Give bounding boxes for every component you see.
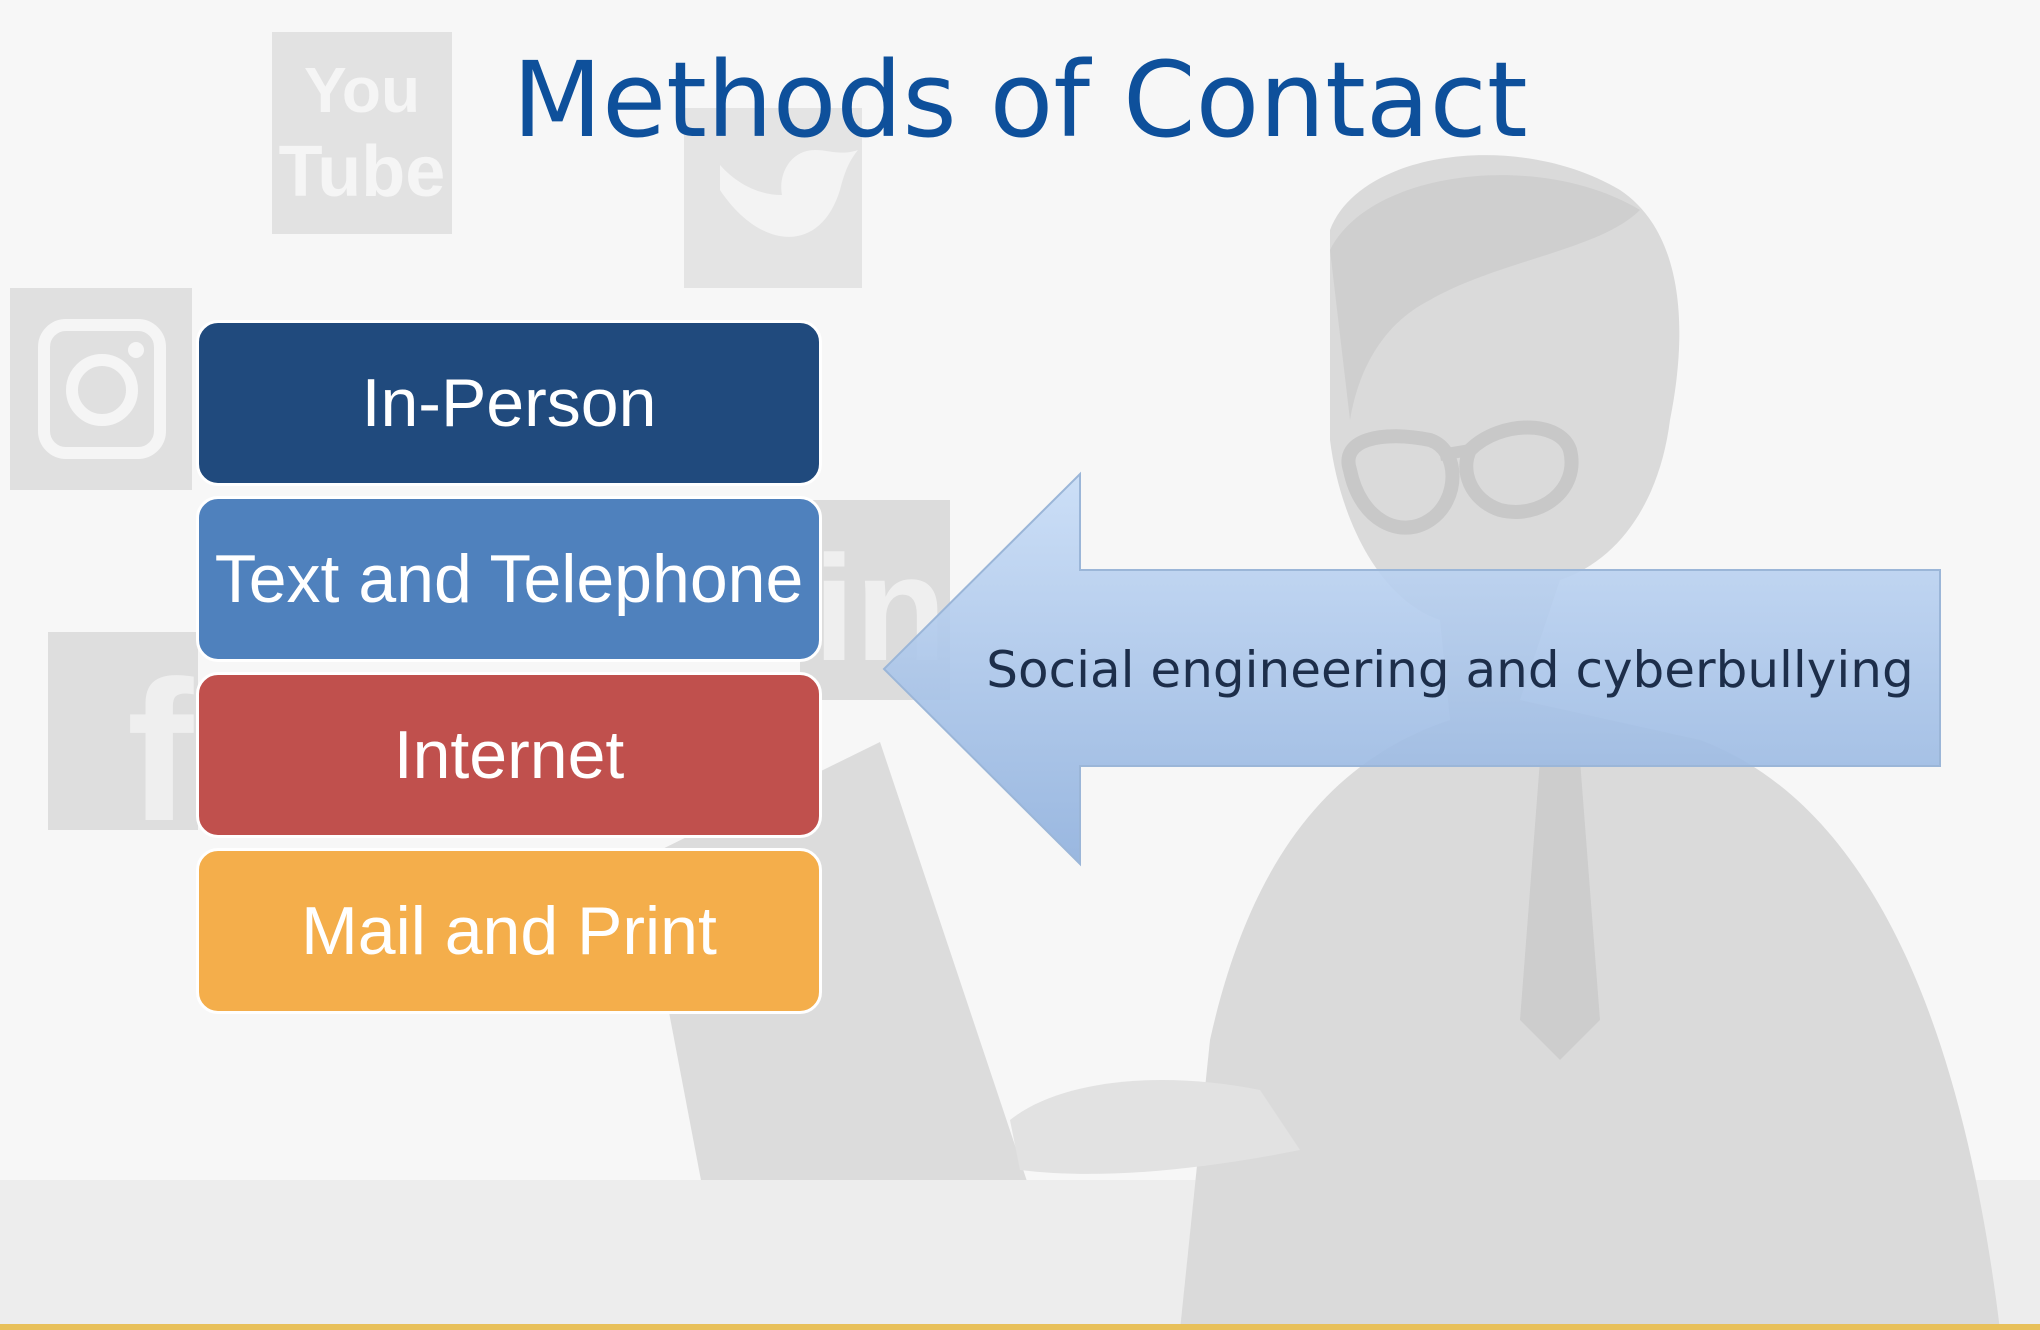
method-label: Internet: [393, 717, 625, 793]
svg-text:You: You: [304, 54, 420, 126]
svg-text:f: f: [127, 640, 194, 863]
method-box-in-person: In-Person: [196, 320, 822, 486]
bottom-accent-line: [0, 1324, 2040, 1330]
instagram-logo: [10, 288, 192, 490]
twitter-logo: [684, 108, 862, 288]
slide-title: Methods of Contact: [512, 39, 1528, 161]
svg-text:Tube: Tube: [279, 132, 446, 212]
method-label: Mail and Print: [301, 893, 717, 969]
method-box-internet: Internet: [196, 672, 822, 838]
method-label: Text and Telephone: [214, 541, 804, 617]
youtube-logo: You Tube: [272, 32, 452, 234]
threat-arrow: Social engineering and cyberbullying: [880, 470, 1944, 868]
method-box-text-and-telephone: Text and Telephone: [196, 496, 822, 662]
method-box-mail-and-print: Mail and Print: [196, 848, 822, 1014]
arrow-label: Social engineering and cyberbullying: [986, 641, 1914, 699]
arrow-shape: [882, 471, 1941, 867]
facebook-logo: f: [48, 632, 198, 863]
method-label: In-Person: [361, 365, 657, 441]
